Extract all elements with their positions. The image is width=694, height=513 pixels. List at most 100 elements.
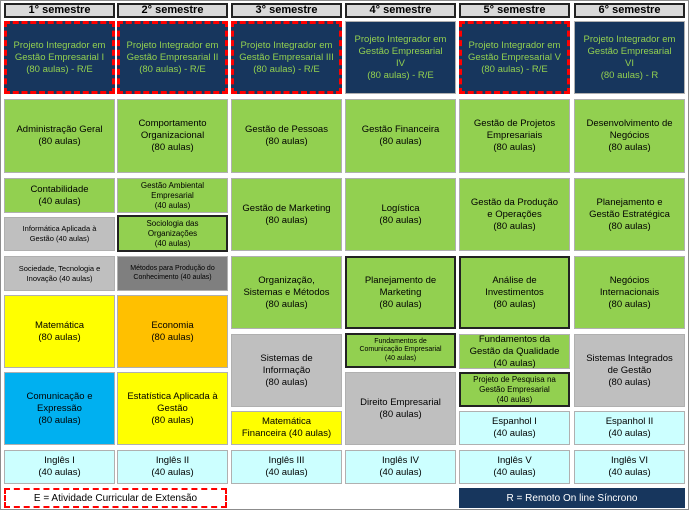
cell-text-line: (80 aulas): [379, 298, 422, 310]
cell-text-line: Inglês III: [268, 455, 305, 466]
cell-text-line: Matemática: [34, 319, 85, 331]
cell-text-line: Projeto de Pesquisa na: [473, 374, 556, 384]
cell-espanhol-2: Espanhol II(40 aulas): [574, 411, 685, 445]
cell-text-line: (80 aulas): [265, 376, 308, 388]
cell-espanhol-1: Espanhol I(40 aulas): [459, 411, 570, 445]
cell-text-line: Gestão de Projetos: [473, 118, 556, 129]
cell-economia: Economia(80 aulas): [117, 295, 228, 368]
cell-text-line: (80 aulas): [379, 214, 422, 226]
cell-text-line: Expressão: [37, 402, 82, 414]
cell-text-line: (40 aulas): [38, 195, 81, 207]
cell-text-line: Sistemas e Métodos: [243, 286, 330, 298]
cell-text-line: (40 aulas): [151, 467, 194, 478]
cell-text-line: Sociologia das: [146, 218, 199, 228]
cell-text-line: Matemática: [261, 416, 312, 427]
cell-text-line: Gestão Financeira: [361, 124, 440, 135]
cell-text-line: Projeto Integrador em: [126, 39, 219, 51]
cell-text-line: Conhecimento (40 aulas): [133, 273, 212, 281]
cell-text-line: (80 aulas): [493, 298, 536, 310]
cell-text-line: (80 aulas): [608, 142, 651, 153]
cell-text-line: Projeto Integrador em: [13, 39, 106, 51]
cell-text-line: Espanhol I: [492, 416, 537, 427]
cell-organizacao-sistemas-metodos: Organização,Sistemas e Métodos(80 aulas): [231, 256, 342, 329]
cell-text-line: Gestão Empresarial II: [126, 51, 219, 63]
cell-text-line: (80 aulas): [379, 136, 422, 147]
cell-text-line: Contabilidade: [30, 183, 89, 195]
cell-text-line: Gestão Empresarial: [479, 384, 550, 394]
cell-text-line: Estatística Aplicada à: [127, 390, 218, 402]
cell-text-line: e Operações: [487, 208, 542, 220]
cell-text-line: Inglês VI: [611, 455, 648, 466]
cell-text-line: Administração Geral: [16, 124, 103, 135]
cell-text-line: (80 aulas): [151, 331, 194, 343]
cell-text-line: Gestão de Pessoas: [245, 124, 328, 135]
cell-gestao-marketing: Gestão de Marketing(80 aulas): [231, 178, 342, 251]
cell-text-line: Fundamentos da: [478, 334, 551, 345]
cell-administracao-geral: Administração Geral(80 aulas): [4, 99, 115, 173]
cell-text-line: de Gestão: [607, 364, 652, 376]
cell-text-line: Métodos para Produção do: [130, 265, 215, 272]
cell-text-line: (80 aulas): [38, 136, 81, 147]
cell-text-line: (80 aulas): [493, 142, 536, 153]
cell-text-line: Planejamento de: [364, 274, 437, 286]
cell-text-line: Gestão Empresarial: [587, 45, 672, 57]
cell-text-line: Sociedade, Tecnologia e: [18, 263, 101, 273]
cell-text-line: (80 aulas): [493, 220, 536, 232]
header-semester-1: 1° semestre: [4, 3, 115, 18]
cell-text-line: Espanhol II: [605, 416, 654, 427]
cell-text-line: Sistemas Integrados: [586, 352, 673, 364]
cell-text-line: Economia: [151, 319, 194, 331]
cell-text-line: Inglês I: [44, 455, 75, 466]
cell-text-line: (40 aulas): [608, 467, 651, 478]
cell-text-line: Gestão de Marketing: [242, 202, 331, 214]
cell-text-line: Inglês IV: [382, 455, 419, 466]
cell-text-line: (80 aulas) - R/E: [367, 69, 434, 81]
header-semester-2: 2° semestre: [117, 3, 228, 18]
cell-text-line: Planejamento e: [596, 196, 663, 208]
cell-contabilidade: Contabilidade(40 aulas): [4, 178, 115, 213]
cell-text-line: Logística: [381, 202, 420, 214]
cell-text-line: (80 aulas): [151, 142, 194, 153]
cell-gestao-pessoas: Gestão de Pessoas(80 aulas): [231, 99, 342, 173]
cell-text-line: Gestão Empresarial V: [468, 51, 561, 63]
header-semester-5: 5° semestre: [459, 3, 570, 18]
cell-text-line: Marketing: [379, 286, 422, 298]
cell-text-line: Projeto Integrador em: [354, 33, 447, 45]
cell-text-line: (80 aulas) - R/E: [481, 63, 548, 75]
cell-text-line: Desenvolvimento de: [586, 118, 673, 129]
cell-text-line: (80 aulas) - R/E: [253, 63, 320, 75]
cell-text-line: Comunicação e: [26, 390, 93, 402]
cell-text-line: VI: [625, 57, 634, 69]
cell-text-line: Fundamentos de: [374, 337, 427, 345]
cell-text-line: Projeto Integrador em: [468, 39, 561, 51]
cell-ingles-2: Inglês II(40 aulas): [117, 450, 228, 484]
cell-matematica: Matemática(80 aulas): [4, 295, 115, 368]
cell-text-line: (40 aulas): [493, 467, 536, 478]
cell-text-line: Direito Empresarial: [360, 396, 441, 408]
legend-remote: R = Remoto On line Síncrono: [459, 488, 685, 508]
cell-text-line: Gestão da Produção: [470, 196, 559, 208]
cell-text-line: Inglês V: [497, 455, 532, 466]
header-semester-6: 6° semestre: [574, 3, 685, 18]
header-semester-3: 3° semestre: [231, 3, 342, 18]
cell-text-line: Gestão (40 aulas): [29, 234, 90, 243]
cell-text-line: (40 aulas): [493, 428, 536, 439]
cell-ingles-6: Inglês VI(40 aulas): [574, 450, 685, 484]
